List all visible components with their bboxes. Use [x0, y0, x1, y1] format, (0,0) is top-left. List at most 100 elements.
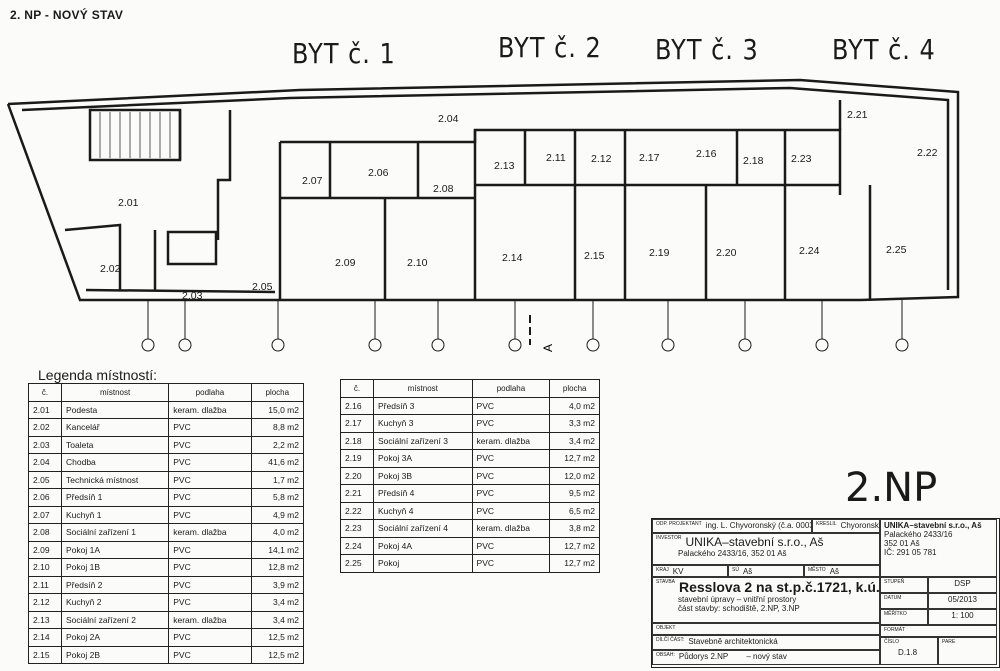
- floor-plan: A 2.01 2.02 2.03 2.04 2.05 2.06 2.07 2.0…: [6, 78, 960, 352]
- apartment-label: BYT č. 1: [292, 37, 396, 71]
- legend-header: místnost: [373, 379, 473, 398]
- drawn: Chyоronský: [840, 521, 880, 530]
- room-label: 2.12: [591, 153, 612, 165]
- room-label: 2.01: [118, 197, 139, 209]
- legend-cell: 3,3 m2: [549, 414, 600, 433]
- legend-header: podlaha: [168, 383, 252, 402]
- apartment-label: BYT č. 3: [655, 33, 759, 67]
- legend-header: plocha: [250, 383, 305, 402]
- legend-cell: 4,0 m2: [549, 396, 600, 415]
- legend-cell: Pokoj: [373, 554, 473, 573]
- room-labels: 2.01 2.02 2.03 2.04 2.05 2.06 2.07 2.08 …: [100, 109, 938, 302]
- legend-header: č.: [28, 383, 62, 402]
- objekt-label: OBJEKT: [656, 625, 676, 631]
- stupen-label-cell: STUPEŇ: [880, 577, 928, 593]
- legend-cell: 2.23: [340, 519, 374, 538]
- pare-cell: PARE: [938, 637, 997, 665]
- company-ic: IČ: 291 05 781: [884, 548, 937, 557]
- apartment-label: BYT č. 2: [498, 31, 602, 65]
- legend-cell: 2.19: [340, 449, 374, 468]
- legend-cell: 2.17: [340, 414, 374, 433]
- legend-cell: keram. dlažba: [168, 400, 252, 419]
- legend-cell: Pokoj 1A: [60, 540, 170, 559]
- obsah-label: OBSAH:: [656, 652, 675, 658]
- legend-cell: 2.06: [28, 488, 62, 507]
- legend-header: podlaha: [471, 379, 551, 398]
- legend-cell: PVC: [471, 466, 551, 485]
- room-label: 2.24: [799, 245, 820, 257]
- legend-cell: 2.13: [28, 610, 62, 629]
- legend-cell: PVC: [168, 593, 252, 612]
- format-cell: FORMÁT: [880, 625, 997, 637]
- legend-cell: Kancelář: [60, 418, 170, 437]
- legend-cell: Pokoj 2A: [60, 628, 170, 647]
- stavba: Resslova 2 na st.p.č.1721, k.ú. Aš: [679, 579, 880, 595]
- legend-cell: 2.11: [28, 575, 62, 594]
- legend-cell: keram. dlažba: [471, 431, 551, 450]
- stavba-line2: stavební úpravy – vnitřní prostory: [678, 595, 797, 604]
- legend-cell: 3,8 m2: [549, 519, 600, 538]
- legend-cell: Předsíň 4: [373, 484, 473, 503]
- legend-cell: PVC: [168, 488, 252, 507]
- stavba-line3: část stavby: schodiště, 2.NP, 3.NP: [678, 604, 800, 613]
- legend-cell: Sociální zařízení 4: [373, 519, 473, 538]
- obsah-2: – nový stav: [746, 652, 787, 661]
- legend-cell: Sociální zařízení 3: [373, 431, 473, 450]
- kraj: KV: [672, 567, 684, 576]
- stavba-label: STAVBA: [656, 579, 675, 585]
- room-label: 2.15: [584, 250, 605, 262]
- room-label: 2.23: [791, 153, 812, 165]
- legend-cell: Technická místnost: [60, 470, 170, 489]
- legend-cell: 2.05: [28, 470, 62, 489]
- room-label: 2.14: [502, 252, 523, 264]
- legend-cell: PVC: [168, 540, 252, 559]
- legend-cell: Podesta: [60, 400, 170, 419]
- stupen: DSP: [928, 577, 997, 593]
- cislo: D.1.8: [898, 648, 918, 657]
- su-label: SÚ: [732, 567, 739, 573]
- legend-cell: 2.12: [28, 593, 62, 612]
- legend-header: místnost: [60, 383, 170, 402]
- room-label: 2.22: [917, 147, 938, 159]
- objekt-cell: OBJEKT: [652, 623, 880, 635]
- grid-axes: [141, 300, 909, 352]
- walls: [6, 78, 960, 302]
- legend-cell: 9,5 m2: [549, 484, 600, 503]
- designer: ing. L. Chyvoronský (č.a. 0003070): [705, 521, 812, 530]
- legend-cell: PVC: [471, 414, 551, 433]
- legend-cell: 12,7 m2: [549, 536, 600, 555]
- legend-cell: PVC: [168, 435, 252, 454]
- drawn-label: KRESLIL: [816, 521, 837, 527]
- room-label: 2.25: [886, 244, 907, 256]
- legend-cell: 3,4 m2: [250, 593, 305, 612]
- room-label: 2.08: [433, 183, 454, 195]
- room-label: 2.17: [639, 152, 660, 164]
- legend-cell: 2.16: [340, 396, 374, 415]
- investor-address: Palackého 2433/16, 352 01 Aš: [678, 549, 787, 558]
- room-label: 2.21: [847, 109, 868, 121]
- room-label: 2.07: [302, 175, 323, 187]
- legend-cell: 2.20: [340, 466, 374, 485]
- legend-cell: 2.14: [28, 628, 62, 647]
